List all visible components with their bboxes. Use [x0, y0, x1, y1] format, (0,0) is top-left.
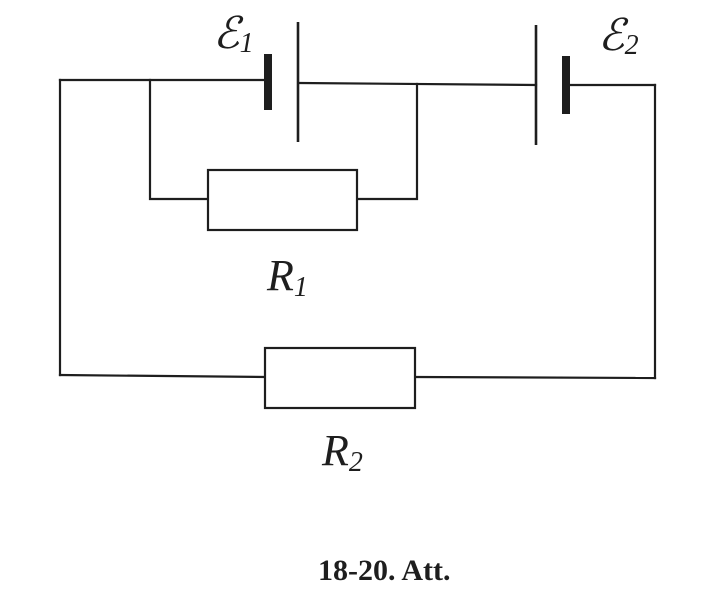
wire-r1-left	[148, 78, 210, 201]
label-r2-symbol: R	[321, 426, 349, 475]
label-emf2-subscript: 2	[625, 30, 639, 61]
label-r1-subscript: 1	[294, 272, 308, 303]
label-emf2: ℰ2	[598, 11, 639, 61]
label-emf1-symbol: ℰ	[213, 9, 244, 58]
wire-bottom-right	[413, 375, 657, 380]
figure-caption: 18-20. Att.	[318, 554, 450, 587]
label-r1: R1	[266, 251, 308, 303]
label-r1-symbol: R	[266, 251, 294, 300]
resistor-r2	[263, 346, 417, 410]
label-r2: R2	[321, 426, 363, 478]
label-emf2-symbol: ℰ	[598, 11, 629, 60]
wire-bottom-left	[58, 373, 267, 379]
resistor-r1	[206, 168, 359, 232]
r1-branch-wires	[148, 78, 419, 201]
label-emf1: ℰ1	[213, 9, 254, 59]
outer-wires	[58, 78, 657, 380]
battery-emf2	[534, 25, 570, 145]
battery-emf1	[264, 22, 300, 142]
label-emf1-subscript: 1	[240, 28, 254, 59]
wire-r1-right	[355, 82, 419, 201]
label-r2-subscript: 2	[349, 447, 363, 478]
